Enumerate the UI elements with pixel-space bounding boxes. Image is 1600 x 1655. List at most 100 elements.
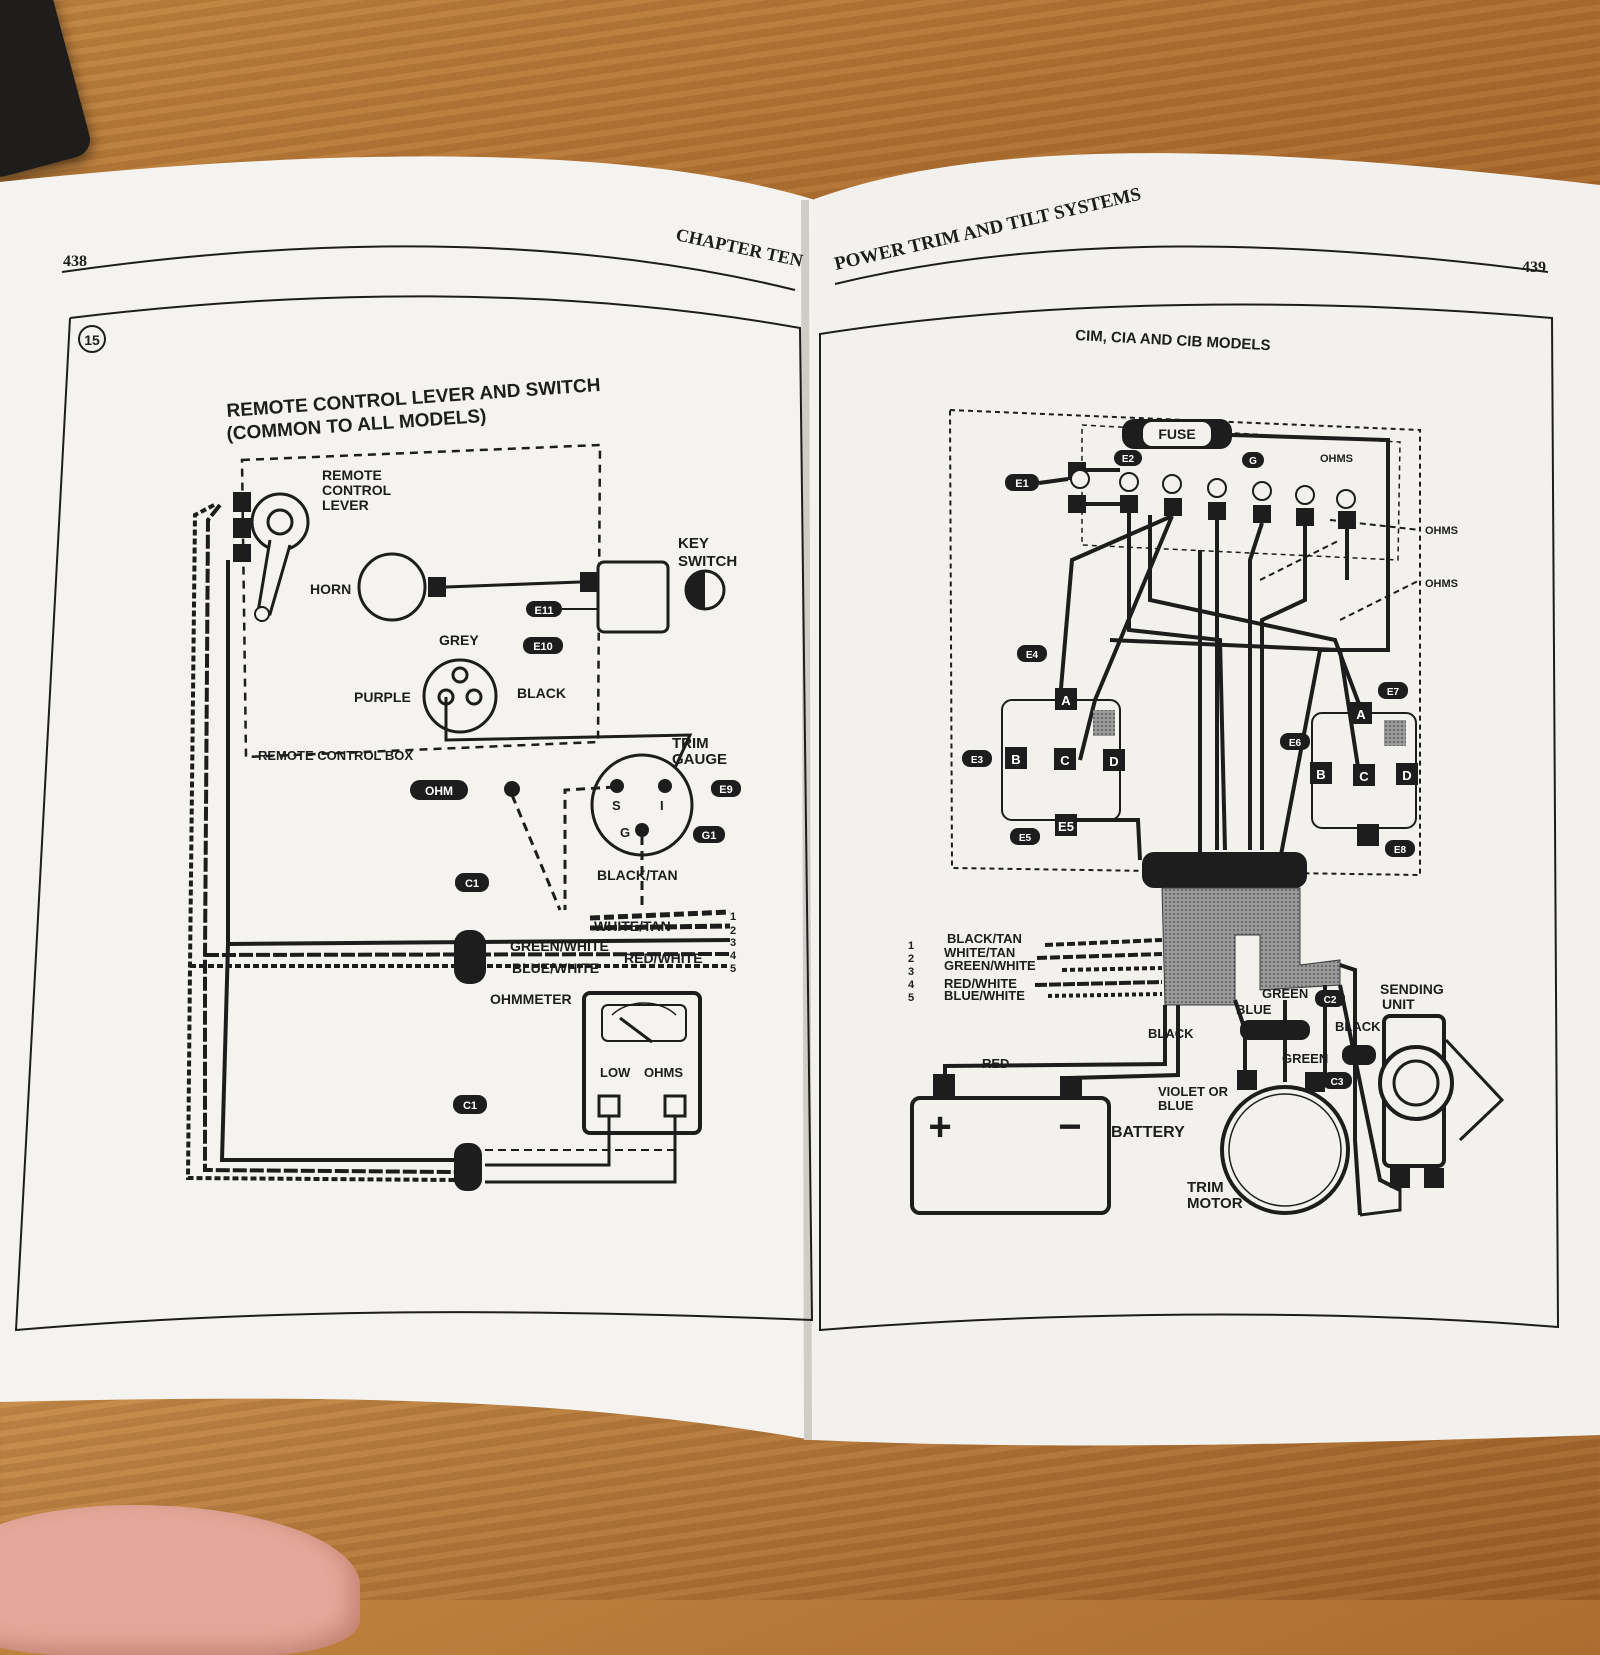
horn-label: HORN (310, 581, 351, 597)
svg-text:E3: E3 (971, 755, 984, 766)
svg-text:C2: C2 (1324, 995, 1337, 1006)
open-manual: 438 CHAPTER TEN 15 REMOTE CONTROL LEVER … (0, 153, 1600, 1446)
lever-label-3: LEVER (322, 497, 369, 513)
svg-text:E10: E10 (533, 641, 553, 653)
svg-text:A: A (1061, 693, 1071, 708)
svg-text:E5: E5 (1019, 833, 1032, 844)
tag-e4 (1017, 645, 1047, 662)
blue-label: BLUE (1236, 1002, 1272, 1017)
battery-minus: − (1058, 1105, 1081, 1149)
green-label-1: GREEN (1262, 986, 1308, 1001)
gauge-i: I (660, 798, 664, 813)
ohms-label-2: OHMS (1425, 525, 1458, 537)
connector-c1-lower (454, 1143, 482, 1191)
svg-text:E9: E9 (719, 784, 732, 796)
connector-c1-upper (454, 930, 486, 984)
svg-text:A: A (1356, 707, 1366, 722)
svg-text:E4: E4 (1026, 650, 1039, 661)
black-label-1: BLACK (1148, 1026, 1194, 1041)
svg-text:C: C (1359, 769, 1369, 784)
trim-gauge-label-1: TRIM (672, 735, 709, 752)
key-switch (596, 560, 670, 634)
red-white-label-right: RED/WHITE (944, 976, 1017, 991)
svg-text:E5: E5 (1058, 819, 1074, 834)
fuse-label: FUSE (1158, 426, 1195, 442)
horn-symbol (357, 552, 427, 622)
sending-unit (1359, 1014, 1505, 1217)
gauge-s: S (612, 798, 621, 813)
svg-text:D: D (1109, 754, 1118, 769)
red-label: RED (982, 1056, 1009, 1071)
black-tan-label-left: BLACK/TAN (597, 867, 678, 883)
tag-e10 (523, 637, 563, 654)
battery-label: BATTERY (1111, 1124, 1185, 1141)
svg-text:E7: E7 (1387, 687, 1400, 698)
trim-motor (1220, 1085, 1350, 1215)
svg-text:G1: G1 (702, 830, 717, 842)
svg-text:G: G (1249, 456, 1257, 467)
blue-white-label-left: BLUE/WHITE (512, 960, 599, 976)
ohms-label-left: OHMS (644, 1065, 683, 1080)
svg-text:3: 3 (908, 966, 914, 978)
left-figure-frame (14, 295, 814, 1332)
tag-e1 (1005, 474, 1039, 491)
black-label-2: BLACK (1335, 1019, 1381, 1034)
svg-text:4: 4 (908, 979, 915, 991)
low-label: LOW (600, 1065, 631, 1080)
red-white-label-left: RED/WHITE (624, 950, 703, 966)
motor-label: MOTOR (1187, 1195, 1243, 1212)
tag-e8 (1385, 840, 1415, 857)
sending-unit-label-1: SENDING (1380, 981, 1444, 997)
three-pin-connector (422, 658, 498, 734)
black-tan-label-right: BLACK/TAN (947, 931, 1022, 946)
right-figure-frame (819, 303, 1560, 1332)
svg-text:5: 5 (908, 992, 914, 1004)
tag-c2 (1315, 990, 1345, 1007)
tag-ohm (410, 780, 468, 800)
tag-g (1242, 452, 1264, 468)
relay-left: A B C D E5 (1001, 688, 1125, 836)
connector-c2 (1240, 1020, 1310, 1040)
blue-label-2: BLUE (1158, 1098, 1194, 1113)
svg-text:3: 3 (730, 937, 736, 949)
svg-text:E2: E2 (1122, 454, 1135, 465)
green-white-label-left: GREEN/WHITE (510, 938, 609, 954)
svg-text:4: 4 (730, 950, 737, 962)
remote-control-lever (233, 492, 310, 622)
svg-text:1: 1 (908, 940, 914, 952)
connector-c3 (1342, 1045, 1376, 1065)
lever-label-2: CONTROL (322, 482, 392, 498)
svg-text:C1: C1 (465, 878, 479, 890)
green-label-2: GREEN (1282, 1051, 1328, 1066)
page-number-left: 438 (63, 253, 87, 270)
lever-label-1: REMOTE (322, 467, 382, 483)
grey-label: GREY (439, 632, 479, 648)
tag-e11 (526, 601, 562, 617)
tag-e9 (711, 780, 741, 797)
tag-e6 (1280, 733, 1310, 750)
trim-gauge-label-2: GAUGE (672, 751, 727, 768)
blue-white-label-right: BLUE/WHITE (944, 988, 1025, 1003)
svg-text:E6: E6 (1289, 738, 1302, 749)
tag-e5 (1010, 828, 1040, 845)
tag-c1-lower (453, 1095, 487, 1114)
tag-c3 (1322, 1072, 1352, 1089)
svg-text:B: B (1011, 752, 1020, 767)
trim-label: TRIM (1187, 1179, 1224, 1196)
violet-or-label: VIOLET OR (1158, 1084, 1229, 1099)
purple-label: PURPLE (354, 689, 411, 705)
harness-connector (1142, 852, 1307, 888)
white-tan-label-left: WHITE/TAN (594, 918, 671, 934)
svg-text:5: 5 (730, 963, 736, 975)
svg-text:C1: C1 (463, 1100, 477, 1112)
remote-control-box-label: REMOTE CONTROL BOX (258, 748, 413, 763)
svg-text:B: B (1316, 767, 1325, 782)
svg-text:E11: E11 (535, 605, 554, 617)
white-tan-label-right: WHITE/TAN (944, 945, 1015, 960)
tag-e3 (962, 750, 992, 767)
black-label-left: BLACK (517, 685, 566, 701)
battery-plus: + (928, 1105, 951, 1149)
tag-e7 (1378, 682, 1408, 699)
svg-text:C3: C3 (1331, 1077, 1344, 1088)
right-figure: CIM, CIA AND CIB MODELS FUSE E2 G OHMS E… (908, 327, 1505, 1217)
